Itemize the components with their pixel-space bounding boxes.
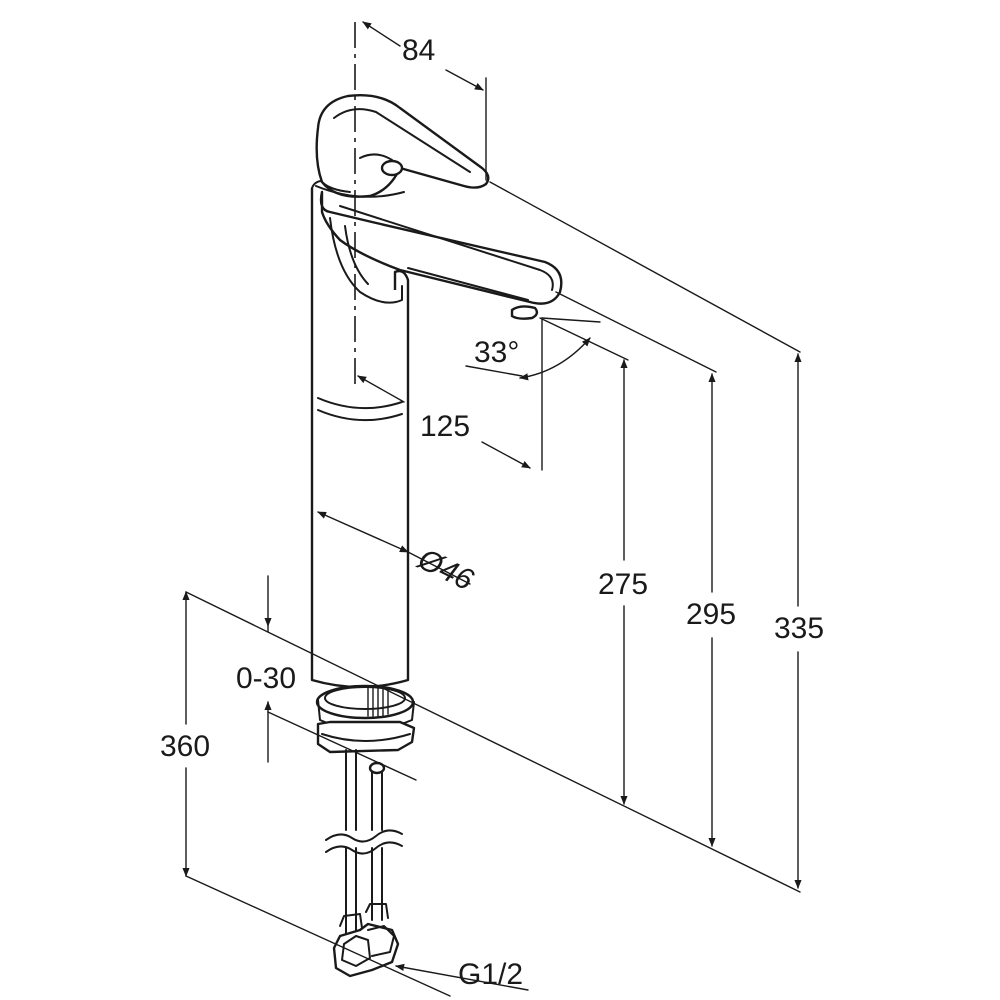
thread-hatch xyxy=(367,687,389,717)
faucet-spout xyxy=(319,190,563,305)
dimension-handle-reach: 84 xyxy=(362,21,487,181)
extension-lines xyxy=(185,181,801,997)
dimension-total-height: 335 xyxy=(774,353,824,889)
mounting-ring xyxy=(315,684,415,720)
dim-label-84: 84 xyxy=(402,34,435,67)
dimension-spout-top-height: 295 xyxy=(686,373,736,847)
deck-nut xyxy=(316,720,416,754)
break-symbol xyxy=(325,829,403,843)
dimension-deck-thickness: 0-30 xyxy=(236,575,296,763)
aerator xyxy=(510,305,539,320)
dim-label-0-30: 0-30 xyxy=(236,662,296,695)
dim-label-125: 125 xyxy=(420,410,470,443)
connection-callout: G1/2 xyxy=(395,958,529,991)
dimension-hose-length: 360 xyxy=(160,591,210,877)
column-ring xyxy=(317,397,403,410)
dimension-outlet-height: 275 xyxy=(598,359,648,805)
lever-handle xyxy=(315,94,490,198)
dimension-spout-reach: 125 xyxy=(357,375,531,469)
spout-underside xyxy=(329,217,403,304)
dim-label-g1-2: G1/2 xyxy=(458,958,523,991)
dim-label-diameter-46: Ø46 xyxy=(412,542,479,597)
faucet-outline xyxy=(310,94,563,978)
dimension-spout-angle: 33° xyxy=(465,317,601,471)
dim-label-360: 360 xyxy=(160,730,210,763)
dim-label-335: 335 xyxy=(774,612,824,645)
handle-screw xyxy=(380,159,404,177)
top-collar xyxy=(315,185,405,198)
dim-label-275: 275 xyxy=(598,568,648,601)
dim-label-33deg: 33° xyxy=(474,336,519,369)
dim-label-295: 295 xyxy=(686,598,736,631)
supply-hoses xyxy=(325,749,403,941)
